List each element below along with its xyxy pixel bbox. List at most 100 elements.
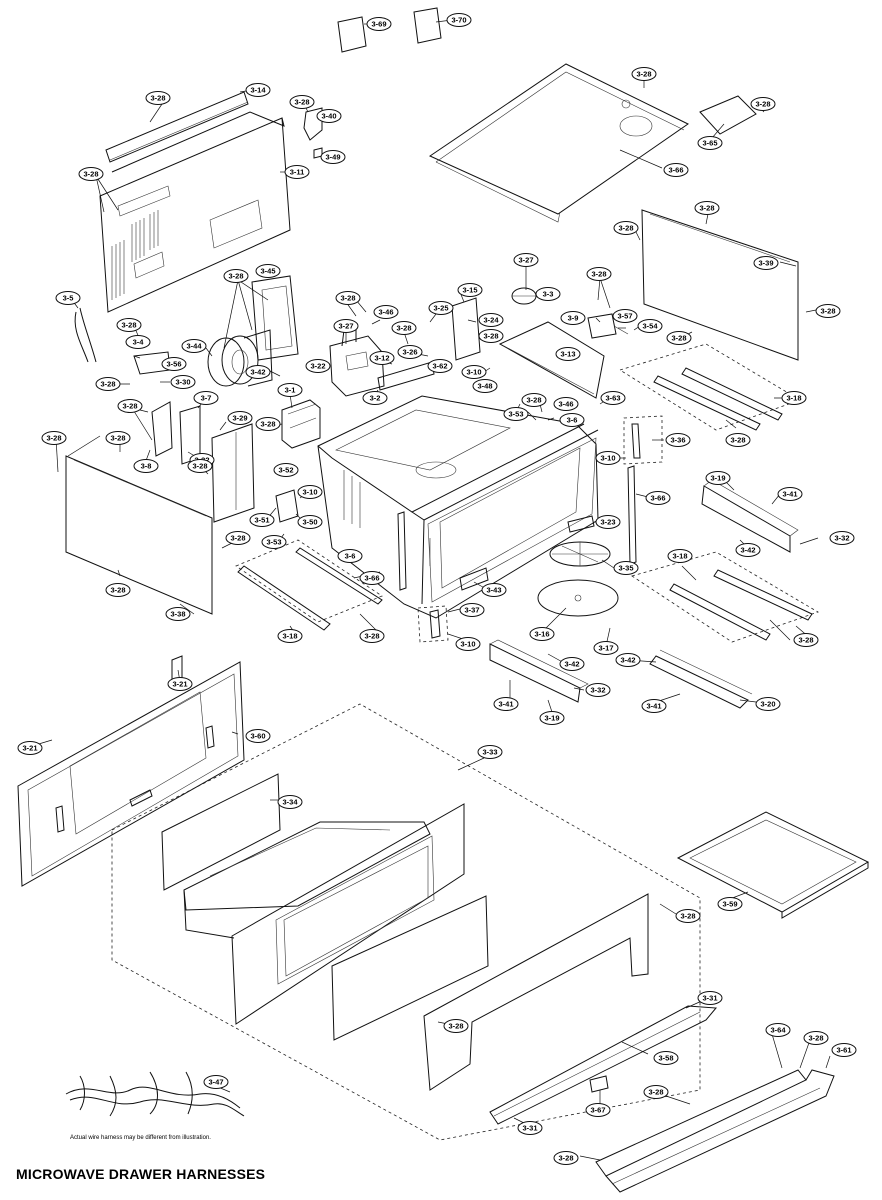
callout-bubble: [521, 393, 547, 407]
callout-label: 3-46: [378, 308, 393, 317]
callout-3-67: 3-67: [585, 1103, 611, 1117]
callout-label: 3-6: [567, 416, 578, 425]
callout-label: 3-28: [755, 100, 770, 109]
callout-3-32-b: 3-32: [829, 531, 855, 545]
callout-bubble: [203, 1075, 229, 1089]
callout-3-61: 3-61: [831, 1043, 857, 1057]
top-plate-3-65: [699, 95, 757, 135]
callout-3-46-a: 3-46: [373, 305, 399, 319]
callout-bubble: [277, 629, 303, 643]
callout-bubble: [459, 603, 485, 617]
callout-3-42-d: 3-42: [615, 653, 641, 667]
callout-label: 3-28: [699, 204, 714, 213]
callout-3-19-a: 3-19: [705, 471, 731, 485]
callout-3-28-a: 3-28: [145, 91, 171, 105]
callout-bubble: [277, 383, 303, 397]
callout-bubble: [694, 201, 720, 215]
callout-label: 3-1: [285, 386, 296, 395]
callout-3-51: 3-51: [249, 513, 275, 527]
callout-label: 3-33: [482, 748, 497, 757]
callout-bubble: [595, 451, 621, 465]
callout-bubble: [481, 583, 507, 597]
callout-3-7: 3-7: [193, 391, 219, 405]
callout-label: 3-28: [150, 94, 165, 103]
callout-bubble: [553, 1151, 579, 1165]
callout-3-43: 3-43: [481, 583, 507, 597]
callout-3-62: 3-62: [427, 359, 453, 373]
callout-bubble: [477, 745, 503, 759]
callout-3-49: 3-49: [320, 150, 346, 164]
callout-bubble: [781, 391, 807, 405]
callout-bubble: [600, 391, 626, 405]
bracket-3-8: [151, 401, 173, 457]
callout-3-18-a: 3-18: [781, 391, 807, 405]
callout-3-28-ae: 3-28: [643, 1085, 669, 1099]
callout-3-54: 3-54: [637, 319, 663, 333]
top-cover: [428, 63, 689, 223]
callout-bubble: [653, 1051, 679, 1065]
callout-bubble: [829, 531, 855, 545]
callout-bubble: [493, 697, 519, 711]
callout-3-15: 3-15: [457, 283, 483, 297]
callout-label: 3-18: [672, 552, 687, 561]
callout-bubble: [555, 347, 581, 361]
callout-3-6-b: 3-6: [337, 549, 363, 563]
callout-label: 3-28: [110, 434, 125, 443]
callout-3-41-c: 3-41: [641, 699, 667, 713]
callout-3-18-c: 3-18: [277, 629, 303, 643]
callout-bubble: [697, 136, 723, 150]
callout-bubble: [245, 83, 271, 97]
callout-bubble: [643, 1085, 669, 1099]
callout-bubble: [539, 711, 565, 725]
callout-label: 3-23: [600, 518, 615, 527]
front-frame-3-60: [17, 655, 245, 887]
callout-bubble: [95, 377, 121, 391]
callout-bubble: [245, 729, 271, 743]
callout-bubble: [284, 165, 310, 179]
callout-label: 3-40: [321, 112, 336, 121]
callout-bubble: [665, 433, 691, 447]
callout-bubble: [586, 267, 612, 281]
callout-bubble: [585, 1103, 611, 1117]
callout-bubble: [335, 291, 361, 305]
bottom-rail-3-61: [595, 1069, 835, 1193]
callout-label: 3-10: [302, 488, 317, 497]
right-rail-upper: [619, 343, 801, 431]
callout-3-6-a: 3-6: [559, 413, 585, 427]
callout-label: 3-24: [483, 316, 499, 325]
callout-label: 3-11: [290, 168, 305, 177]
callout-label: 3-28: [364, 632, 379, 641]
callout-bubble: [337, 549, 363, 563]
transformer-3-1: [281, 399, 321, 449]
callout-3-28-f: 3-28: [613, 221, 639, 235]
callout-label: 3-60: [250, 732, 265, 741]
callout-3-12: 3-12: [369, 351, 395, 365]
callout-3-28-i: 3-28: [223, 269, 249, 283]
callout-3-57: 3-57: [612, 309, 638, 323]
callout-3-28-k: 3-28: [391, 321, 417, 335]
callout-label: 3-28: [260, 420, 275, 429]
callout-bubble: [133, 459, 159, 473]
callout-label: 3-28: [340, 294, 355, 303]
callout-label: 3-50: [302, 518, 317, 527]
callout-3-63: 3-63: [600, 391, 626, 405]
callout-label: 3-34: [282, 798, 298, 807]
small-bracket-3-40: [303, 107, 323, 141]
callout-label: 3-28: [680, 912, 695, 921]
callout-label: 3-41: [498, 700, 513, 709]
callout-3-5: 3-5: [55, 291, 81, 305]
glass-tray-3-59: [676, 811, 870, 919]
callout-label: 3-28: [558, 1154, 573, 1163]
callout-bubble: [815, 304, 841, 318]
callout-label: 3-51: [254, 516, 269, 525]
callout-label: 3-16: [534, 630, 549, 639]
callout-label: 3-19: [544, 714, 559, 723]
callout-label: 3-32: [834, 534, 849, 543]
callout-3-14: 3-14: [245, 83, 271, 97]
callout-bubble: [553, 397, 579, 411]
callout-label: 3-10: [460, 640, 475, 649]
callout-label: 3-13: [560, 350, 575, 359]
callout-3-44: 3-44: [181, 339, 207, 353]
callout-3-45: 3-45: [255, 264, 281, 278]
